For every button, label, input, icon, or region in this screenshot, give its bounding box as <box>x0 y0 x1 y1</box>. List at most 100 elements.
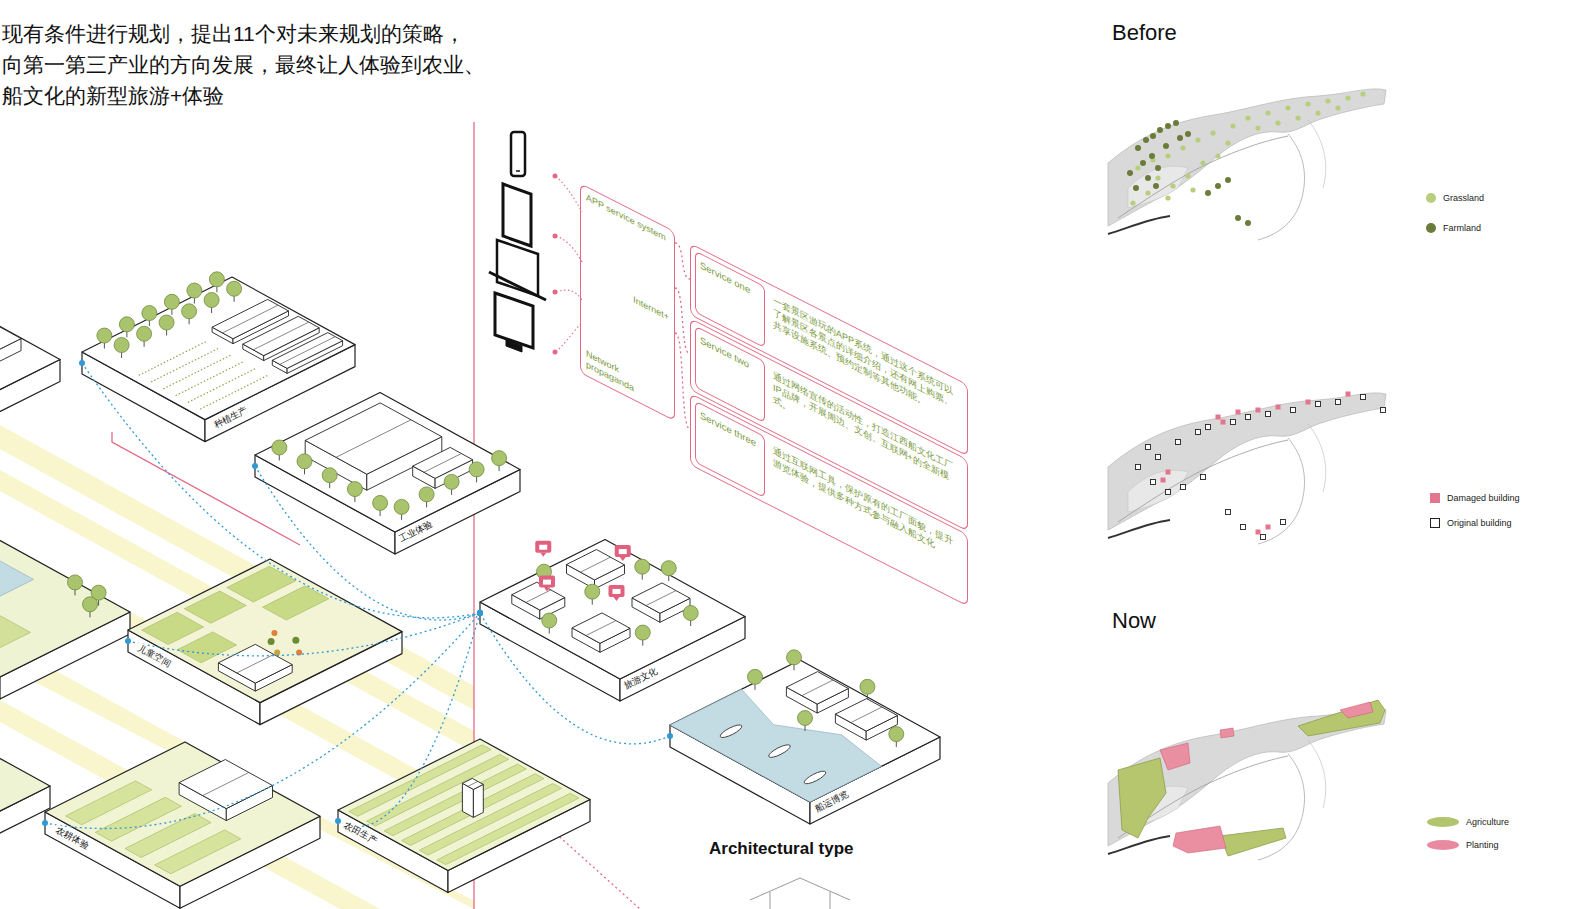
damaged-building <box>1266 525 1271 530</box>
farm-dot <box>1143 137 1149 143</box>
original-building <box>1266 412 1271 417</box>
tree <box>142 306 157 321</box>
tree <box>182 304 197 319</box>
field-plot <box>402 774 544 846</box>
iso-block <box>128 559 402 725</box>
block-top <box>338 739 590 871</box>
devices <box>489 132 546 352</box>
block-node: 种植生产 <box>82 247 355 442</box>
damaged-building <box>1256 408 1261 413</box>
grass-dot <box>1255 125 1260 130</box>
poi-symbol <box>539 545 547 550</box>
tree <box>297 454 312 469</box>
roof-ridge <box>203 772 249 795</box>
water <box>0 556 34 599</box>
original-building <box>1226 510 1231 515</box>
original-building <box>1291 408 1296 413</box>
grass-dot <box>1225 140 1230 145</box>
connector-dot <box>477 610 483 616</box>
tree <box>419 487 434 502</box>
block-label: 农耕体验 <box>52 823 92 852</box>
original-building <box>1206 425 1211 430</box>
service-system-panel: APP service systemInternet+Network propa… <box>580 183 675 421</box>
roof-ridge <box>851 707 882 723</box>
tree <box>635 559 650 574</box>
tree <box>748 669 763 684</box>
poi-icon <box>539 576 555 588</box>
grass-dot <box>1315 110 1320 115</box>
block-node: 船运博览 <box>670 630 940 824</box>
drawing-g <box>1108 89 1386 240</box>
text-label: Architectural type <box>709 839 854 859</box>
building-roof <box>218 644 292 683</box>
tree <box>164 294 179 309</box>
iso-block <box>338 739 590 893</box>
roof-ridge <box>586 621 616 636</box>
drawing-polygon <box>503 184 531 246</box>
block-node: 农耕体验 <box>45 712 320 908</box>
tree <box>209 272 224 287</box>
drawing-path <box>556 322 582 352</box>
block-top <box>128 559 402 703</box>
tree <box>787 650 802 665</box>
drawing-circle <box>553 234 558 239</box>
damaged-building <box>1256 530 1261 535</box>
grass-dot <box>1230 123 1235 128</box>
drawing-path <box>112 432 300 545</box>
damaged-building <box>1306 400 1311 405</box>
legend-text: Grassland <box>1443 192 1484 204</box>
device-links <box>556 176 582 352</box>
original-building <box>1181 485 1186 490</box>
tree <box>373 495 388 510</box>
original-building <box>1146 445 1151 450</box>
block-top <box>0 720 50 826</box>
farm-dot <box>1177 135 1183 141</box>
roof-ridge <box>526 590 551 603</box>
poi-symbol <box>619 549 627 554</box>
drawing-line <box>516 170 520 172</box>
field-plot <box>184 591 246 623</box>
iso-block <box>255 393 520 555</box>
poi-symbol <box>543 580 551 585</box>
crop-row <box>200 375 268 409</box>
roof-ridge <box>223 305 279 333</box>
tree <box>469 462 484 477</box>
iso-block <box>0 310 60 442</box>
boat <box>767 743 792 760</box>
legend-text: Damaged building <box>1447 492 1520 504</box>
block-top <box>670 660 940 802</box>
legend-swatch <box>1426 223 1436 233</box>
tree <box>137 326 152 341</box>
grass-dot <box>1165 195 1170 200</box>
panel-text: Internet+ <box>586 270 669 323</box>
pink-guides <box>112 122 640 909</box>
original-building <box>1316 402 1321 407</box>
poi-pointer <box>540 553 546 557</box>
grass-dot <box>1245 115 1250 120</box>
drawing-polygon <box>1220 728 1234 738</box>
poi-icon <box>535 541 551 553</box>
roof-ridge <box>280 337 336 365</box>
block-top <box>82 277 355 420</box>
field-plot <box>155 830 241 874</box>
flow-connector <box>128 613 480 656</box>
original-building <box>1151 480 1156 485</box>
tree <box>68 575 83 590</box>
planting-dot <box>292 637 299 644</box>
drawing-polygon <box>1340 702 1373 718</box>
farm-dot <box>1133 185 1139 191</box>
building-roof <box>0 314 21 360</box>
damaged-building <box>1161 478 1166 483</box>
grass-dot <box>1190 187 1195 192</box>
poi-pointer <box>620 557 626 561</box>
drawing-g <box>1160 702 1373 853</box>
grass-dot <box>1165 153 1170 158</box>
farm-dot <box>1127 170 1133 176</box>
tree <box>83 597 98 612</box>
legend-swatch <box>1430 518 1440 528</box>
connector-dot <box>477 610 483 616</box>
farm-dot <box>1215 183 1221 189</box>
drawing-path <box>556 176 582 212</box>
text-label: 现有条件进行规划，提出11个对未来规划的策略， 向第一第三产业的方向发展，最终让… <box>2 18 488 111</box>
drawing-circle <box>553 290 558 295</box>
